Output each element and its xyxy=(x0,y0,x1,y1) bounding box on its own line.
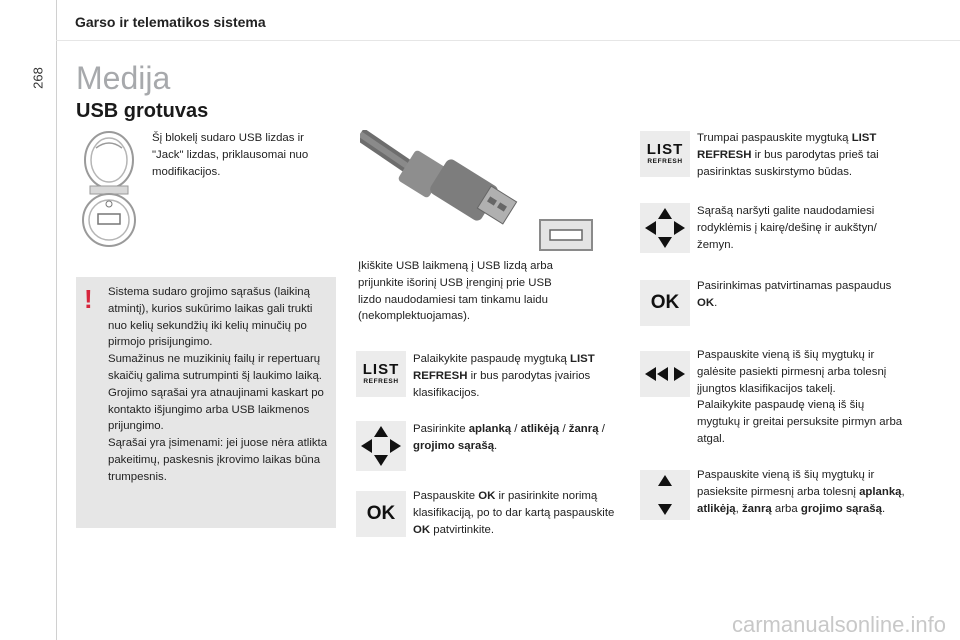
four-way-arrows-button-mid[interactable] xyxy=(356,421,406,471)
warning-panel xyxy=(76,277,336,528)
ok-button-right[interactable]: OK xyxy=(640,280,690,326)
four-way-arrows-icon xyxy=(645,208,685,248)
step-navigate-arrows: Sąrašą naršyti galite naudodamiesi rodyk… xyxy=(697,205,877,251)
margin-line xyxy=(56,0,57,640)
up-down-arrows-icon xyxy=(658,475,672,515)
section-subtitle: USB grotuvas xyxy=(76,100,209,122)
up-down-arrows-button[interactable] xyxy=(640,470,690,520)
step-short-press-list: Trumpai paspauskite mygtuką LIST REFRESH… xyxy=(697,132,879,178)
page-title: Medija xyxy=(76,60,171,96)
warning-text: Sistema sudaro grojimo sąrašus (laikiną … xyxy=(108,286,328,483)
usb-caption-text: Įkiškite USB laikmeną į USB lizdą arba p… xyxy=(358,260,553,323)
ok-button-mid[interactable]: OK xyxy=(356,491,406,537)
four-way-arrows-icon xyxy=(361,426,401,466)
step-prev-next-track: Paspauskite vieną iš šių mygtukų ir galė… xyxy=(697,349,903,445)
step-select-category: Pasirinkite aplanką / atlikėją / žanrą /… xyxy=(413,423,605,452)
usb-stick-illustration xyxy=(360,130,593,251)
step-long-press-list: Palaikykite paspaudę mygtuką LIST REFRES… xyxy=(413,353,595,399)
page-number: 268 xyxy=(30,67,46,89)
list-refresh-button-mid[interactable]: LIST REFRESH xyxy=(356,351,406,397)
step-prev-next-folder: Paspauskite vieną iš šių mygtukų ir pasi… xyxy=(697,469,905,515)
warning-mark: ! xyxy=(84,284,93,314)
section-header: Garso ir telematikos sistema xyxy=(75,14,266,30)
left-right-arrows-button[interactable] xyxy=(640,351,690,397)
left-right-arrows-icon xyxy=(645,367,685,381)
step-confirm-ok: Pasirinkimas patvirtinamas paspaudus OK. xyxy=(697,280,892,309)
step-press-ok: Paspauskite OK ir pasirinkite norimą kla… xyxy=(413,490,615,536)
list-refresh-button-right[interactable]: LIST REFRESH xyxy=(640,131,690,177)
watermark: carmanualsonline.info xyxy=(731,612,946,637)
intro-text: Šį blokelį sudaro USB lizdas ir "Jack" l… xyxy=(152,132,309,178)
header-divider xyxy=(56,40,960,41)
four-way-arrows-button-right[interactable] xyxy=(640,203,690,253)
usb-jack-module-illustration xyxy=(82,131,136,247)
